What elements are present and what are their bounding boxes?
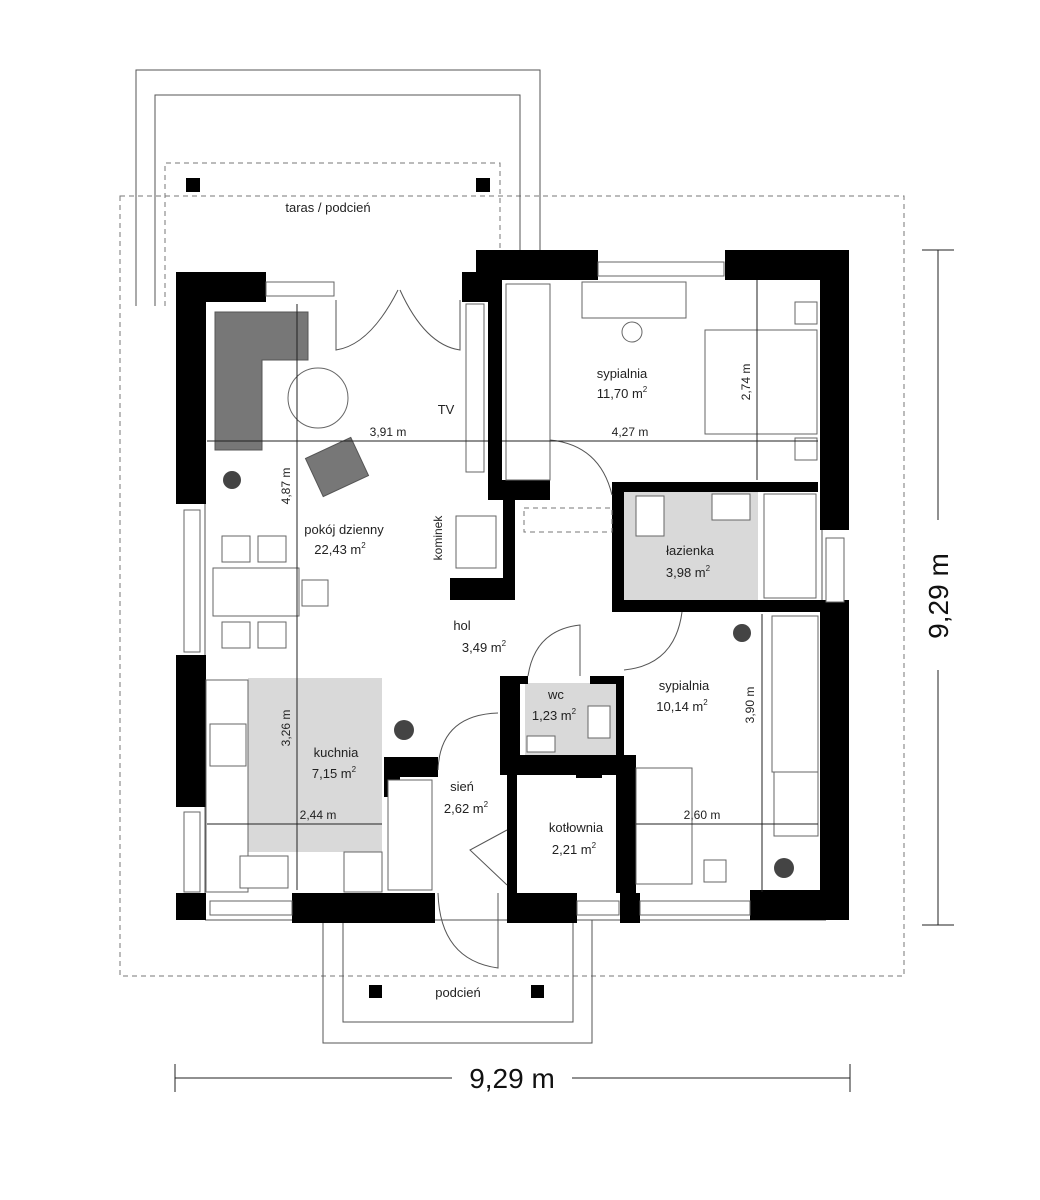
hall-name: hol [453, 618, 470, 633]
plant-icons [223, 471, 794, 878]
bathroom-name: łazienka [666, 543, 714, 558]
fireplace [455, 515, 497, 569]
bathroom-area: 3,98 m2 [666, 564, 711, 580]
vestibule-wardrobe [387, 779, 433, 891]
dim-bedroom2-depth: 3,90 m [743, 687, 757, 724]
shower-area [523, 507, 613, 533]
kitchen-area: 7,15 m2 [312, 765, 357, 781]
wc-area: 1,23 m2 [532, 707, 577, 723]
dim-bedroom2-width: 2,60 m [684, 808, 721, 822]
bedroom2-name: sypialnia [659, 678, 710, 693]
double-bed [704, 329, 818, 435]
porch-post [531, 985, 544, 998]
desk [773, 771, 819, 837]
chair [703, 859, 727, 883]
kitchen-floor [248, 678, 382, 852]
dimension-lines [174, 249, 954, 1092]
wc-name: wc [547, 687, 564, 702]
roof-outline [119, 195, 905, 977]
sink [711, 493, 751, 521]
sofa [214, 311, 309, 451]
walls [176, 250, 849, 923]
wardrobe [771, 615, 819, 773]
desk [581, 281, 687, 319]
boiler-room-area: 2,21 m2 [552, 841, 597, 857]
toilet [635, 495, 665, 537]
porch-area [322, 920, 593, 1044]
coffee-table [287, 367, 349, 429]
single-bed [635, 767, 693, 885]
dim-living-width: 3,91 m [370, 425, 407, 439]
living-room-name: pokój dzienny [304, 522, 384, 537]
kitchen-sink [239, 855, 289, 889]
porch-post [369, 985, 382, 998]
terrace-area [135, 69, 541, 306]
wardrobe [505, 283, 551, 481]
terrace-post [476, 178, 490, 192]
tv-label: TV [438, 402, 455, 417]
dim-overall-height: 9,29 m [923, 553, 954, 639]
boiler-room-name: kotłownia [549, 820, 604, 835]
dim-kitchen-width: 2,44 m [300, 808, 337, 822]
dim-kitchen-depth: 3,26 m [279, 710, 293, 747]
nightstand [794, 301, 818, 325]
living-room-area: 22,43 m2 [314, 541, 366, 557]
hall-area: 3,49 m2 [462, 639, 507, 655]
wc-sink [526, 735, 556, 753]
kitchen-name: kuchnia [314, 745, 360, 760]
desk-chair [621, 321, 643, 343]
dining-table [212, 535, 329, 649]
bathtub [763, 493, 817, 599]
stove-icon [209, 723, 247, 767]
windows [183, 261, 845, 916]
armchair [304, 436, 370, 498]
fridge [343, 851, 383, 893]
bedroom1-name: sypialnia [597, 366, 648, 381]
terrace-label: taras / podcień [285, 200, 370, 215]
bedroom1-area: 11,70 m2 [597, 385, 648, 401]
wc-toilet [587, 705, 611, 739]
vestibule-name: sień [450, 779, 474, 794]
porch-label: podcień [435, 985, 481, 1000]
bedroom2-area: 10,14 m2 [656, 698, 708, 714]
fireplace-label: kominek [431, 515, 445, 561]
tv-cabinet [465, 303, 485, 473]
terrace-post [186, 178, 200, 192]
dim-living-depth: 4,87 m [279, 468, 293, 505]
dim-bedroom1-width: 4,27 m [612, 425, 649, 439]
dim-bedroom1-depth: 2,74 m [739, 364, 753, 401]
dim-overall-width: 9,29 m [469, 1063, 555, 1094]
nightstand [794, 437, 818, 461]
vestibule-area: 2,62 m2 [444, 800, 489, 816]
